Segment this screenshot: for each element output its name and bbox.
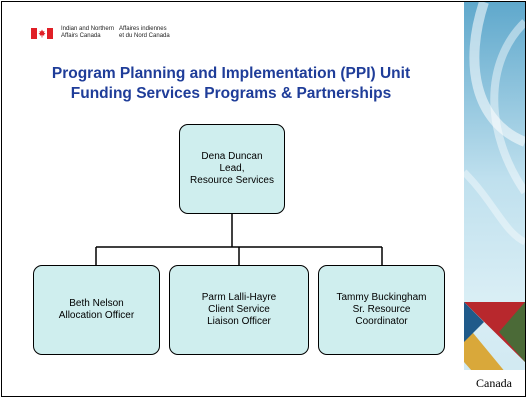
title-line-2: Funding Services Programs & Partnerships xyxy=(70,85,392,102)
lead-name: Dena Duncan xyxy=(201,151,263,162)
report-2-name: Parm Lalli-Hayre xyxy=(201,292,277,303)
report-1-name: Beth Nelson xyxy=(69,298,124,309)
org-box-lead: Dena Duncan Lead, Resource Services xyxy=(179,124,285,214)
canada-flag-icon xyxy=(31,28,53,39)
slide-title: Program Planning and Implementation (PPI… xyxy=(16,64,446,104)
dept-fr-line-1: Affaires indiennes xyxy=(119,26,167,32)
department-name-french: Affaires indiennes et du Nord Canada xyxy=(119,26,170,40)
lead-role-line-1: Lead, xyxy=(219,163,245,174)
report-3-name: Tammy Buckingham xyxy=(336,292,427,303)
lead-role-line-2: Resource Services xyxy=(190,175,274,186)
department-name-english: Indian and Northern Affairs Canada xyxy=(61,26,114,40)
dept-en-line-2: Affairs Canada xyxy=(61,33,101,39)
report-3-role-line-2: Coordinator xyxy=(355,316,408,327)
decorative-side-panel xyxy=(464,2,525,396)
dept-fr-line-2: et du Nord Canada xyxy=(119,33,170,39)
org-box-report-1: Beth Nelson Allocation Officer xyxy=(33,265,160,355)
report-2-role-line-2: Liaison Officer xyxy=(207,316,271,327)
dept-en-line-1: Indian and Northern xyxy=(61,26,115,32)
title-line-1: Program Planning and Implementation (PPI… xyxy=(51,65,411,82)
canada-wordmark-text: Canada xyxy=(476,376,512,390)
org-box-report-3: Tammy Buckingham Sr. Resource Coordinato… xyxy=(318,265,445,355)
report-1-role: Allocation Officer xyxy=(58,310,135,321)
report-2-role-line-1: Client Service xyxy=(208,304,270,315)
canada-wordmark: Canada xyxy=(476,376,512,391)
report-3-role-line-1: Sr. Resource xyxy=(352,304,411,315)
org-box-report-2: Parm Lalli-Hayre Client Service Liaison … xyxy=(169,265,309,355)
